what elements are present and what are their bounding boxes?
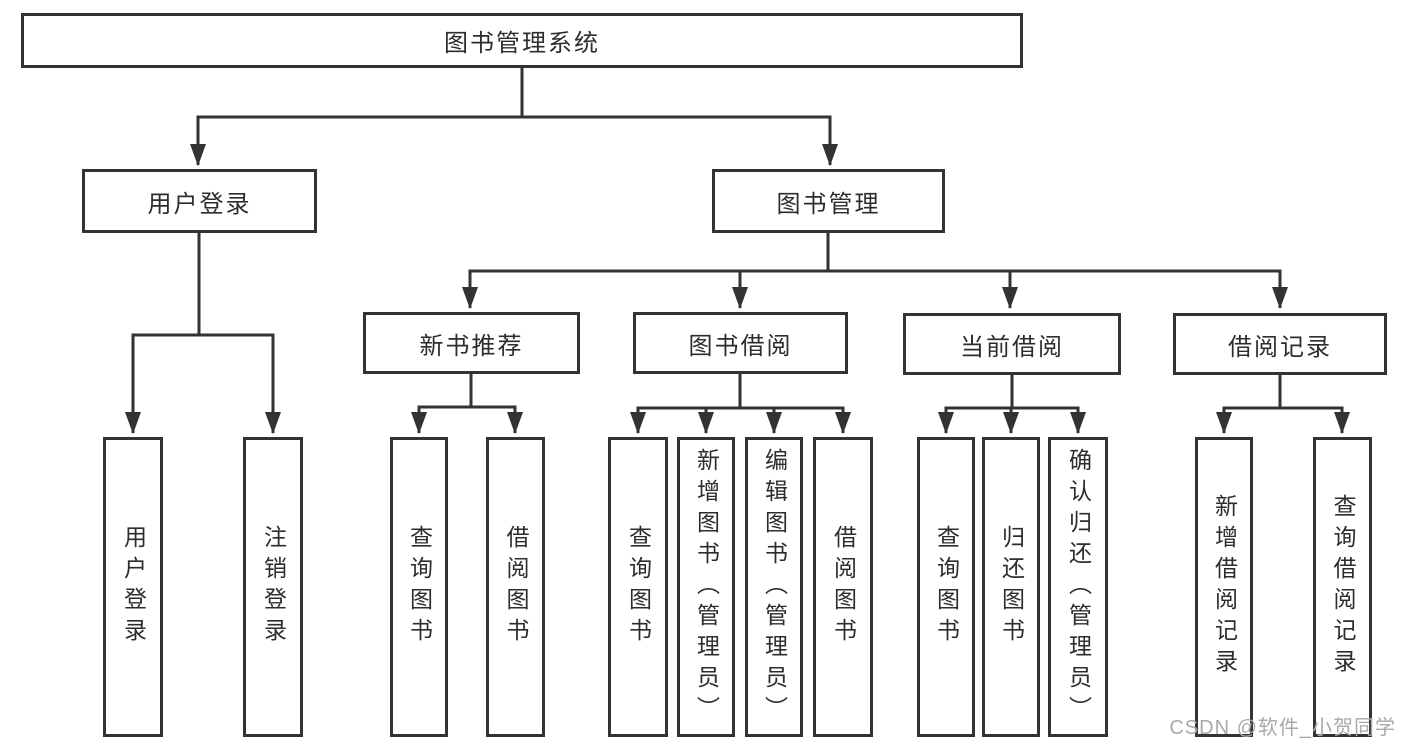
node-label: 用户登录: [147, 190, 252, 218]
node-new-book-recommend: 新书推荐: [363, 312, 580, 374]
node-book-borrow: 图书借阅: [633, 312, 848, 374]
leaf-add-book-admin: 新增图书（管理员）: [677, 437, 735, 737]
node-label: 查询图书: [406, 525, 433, 649]
node-label: 新增图书（管理员）: [693, 447, 720, 727]
node-label: 查询图书: [933, 525, 960, 649]
leaf-logout: 注销登录: [243, 437, 303, 737]
node-label: 借阅图书: [503, 525, 529, 649]
node-label: 确认归还（管理员）: [1065, 447, 1092, 727]
node-label: 图书借阅: [688, 332, 793, 360]
node-label: 用户登录: [120, 525, 147, 649]
leaf-query-book-2: 查询图书: [608, 437, 668, 737]
node-label: 查询图书: [625, 525, 652, 649]
leaf-return-book: 归还图书: [982, 437, 1040, 737]
node-label: 借阅图书: [830, 525, 857, 649]
node-label: 新书推荐: [419, 332, 524, 360]
node-label: 查询借阅记录: [1330, 494, 1356, 680]
node-label: 图书管理系统: [444, 30, 600, 57]
leaf-edit-book-admin: 编辑图书（管理员）: [745, 437, 803, 737]
node-label: 编辑图书（管理员）: [761, 447, 788, 727]
node-label: 图书管理: [776, 190, 881, 218]
leaf-borrow-book-1: 借阅图书: [486, 437, 545, 737]
node-user-login: 用户登录: [82, 169, 317, 233]
node-label: 新增借阅记录: [1211, 494, 1238, 680]
node-book-management: 图书管理: [712, 169, 945, 233]
leaf-query-borrow-record: 查询借阅记录: [1313, 437, 1372, 737]
leaf-borrow-book-2: 借阅图书: [813, 437, 873, 737]
node-label: 借阅记录: [1228, 333, 1332, 361]
node-label: 归还图书: [998, 525, 1025, 649]
node-label: 注销登录: [260, 525, 287, 649]
node-label: 当前借阅: [960, 333, 1064, 361]
leaf-add-borrow-record: 新增借阅记录: [1195, 437, 1253, 737]
leaf-confirm-return-admin: 确认归还（管理员）: [1048, 437, 1108, 737]
node-current-borrow: 当前借阅: [903, 313, 1121, 375]
leaf-query-book-1: 查询图书: [390, 437, 448, 737]
node-borrow-record: 借阅记录: [1173, 313, 1387, 375]
leaf-query-book-3: 查询图书: [917, 437, 975, 737]
leaf-user-login: 用户登录: [103, 437, 163, 737]
csdn-watermark: CSDN @软件_小贺同学: [1169, 717, 1396, 739]
node-library-system-root: 图书管理系统: [21, 13, 1023, 68]
